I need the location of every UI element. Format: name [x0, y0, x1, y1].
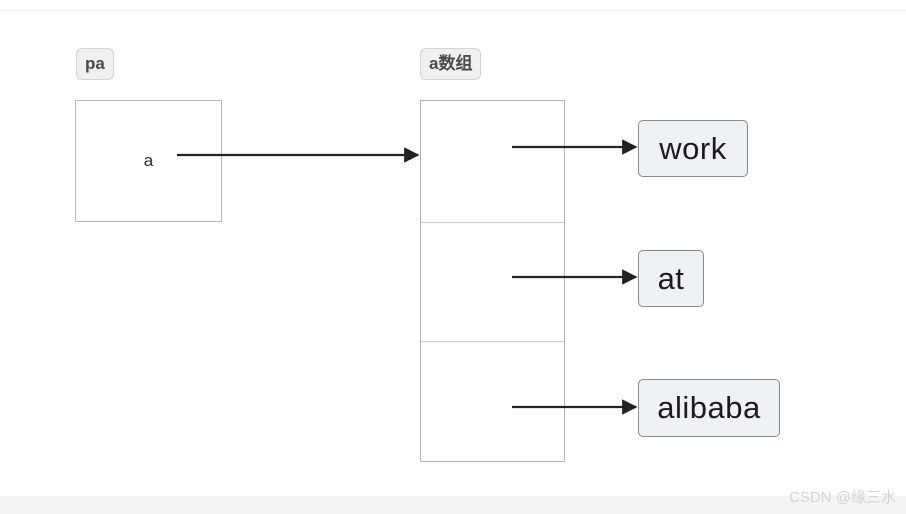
array-cell-0 — [421, 101, 564, 223]
pointer-box-value: a — [143, 151, 154, 170]
value-box-at: at — [638, 250, 704, 307]
pointer-tag-label: pa — [76, 48, 114, 80]
array-tag-label: a数组 — [420, 48, 482, 80]
value-box-alibaba: alibaba — [638, 379, 780, 437]
array-box — [420, 100, 565, 462]
bottom-band — [0, 496, 906, 514]
top-divider — [0, 10, 906, 11]
value-box-at-text: at — [657, 260, 685, 296]
value-box-alibaba-text: alibaba — [657, 390, 761, 425]
array-cell-1 — [421, 223, 564, 342]
value-box-work: work — [638, 120, 748, 177]
value-box-work-text: work — [659, 130, 727, 166]
array-cell-2 — [421, 342, 564, 461]
csdn-watermark: CSDN @缘三水 — [789, 489, 896, 506]
pointer-box: a — [75, 100, 222, 222]
